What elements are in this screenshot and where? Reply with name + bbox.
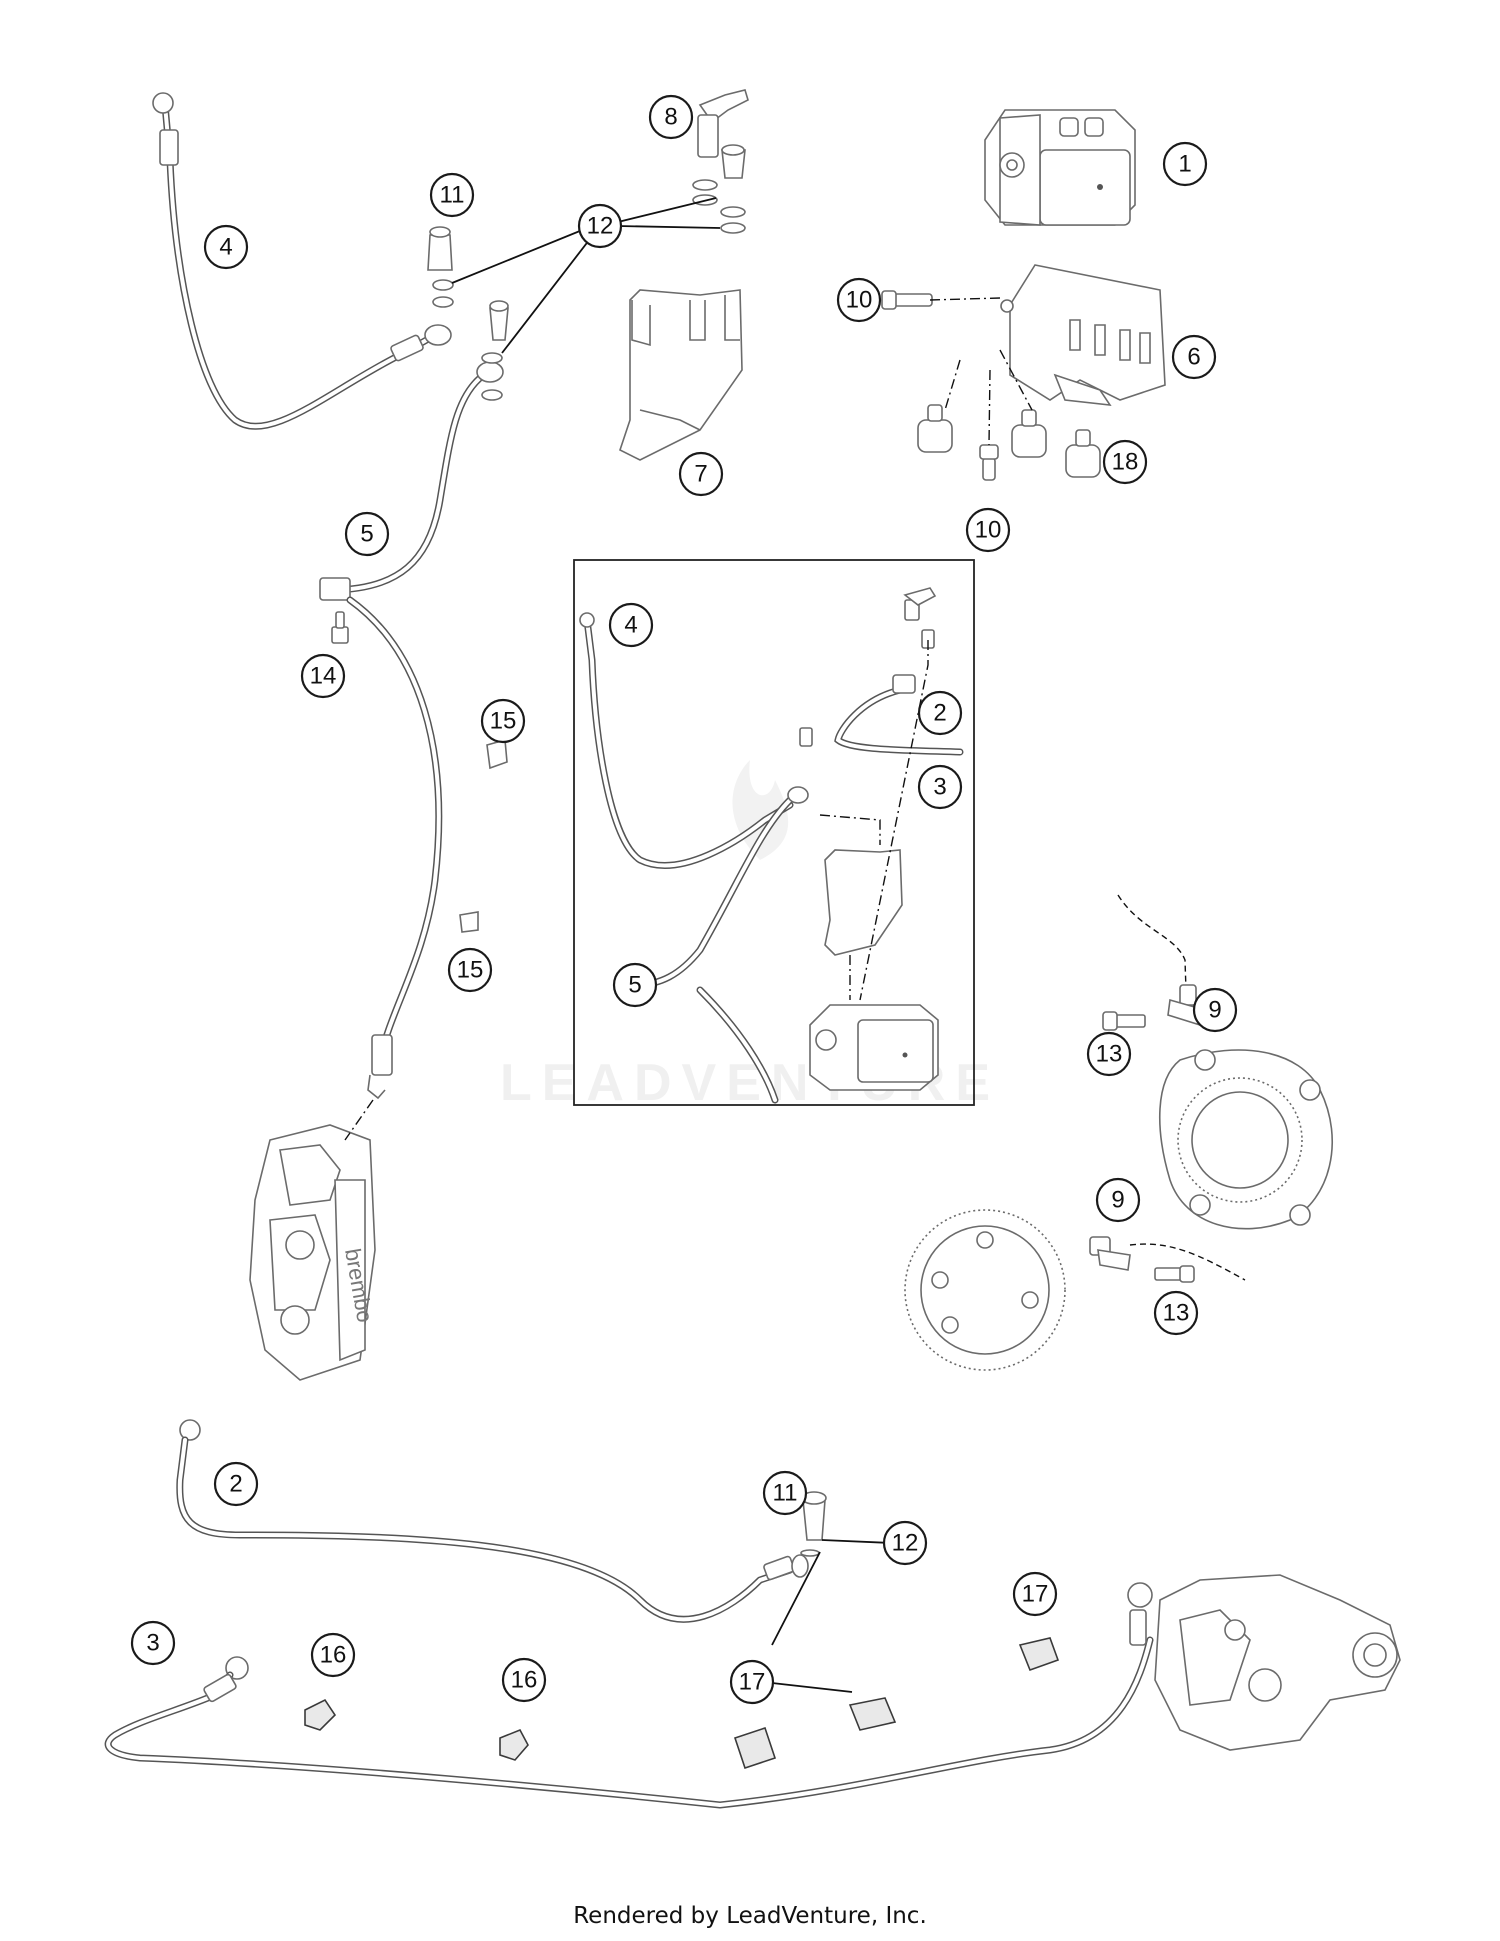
svg-text:3: 3 [933, 774, 946, 801]
callout-7: 7 [678, 451, 724, 497]
callout-5: 5 [344, 511, 390, 557]
svg-text:13: 13 [1163, 1300, 1190, 1327]
svg-text:10: 10 [846, 287, 873, 314]
sensor-9-b [1089, 1236, 1246, 1281]
svg-text:1: 1 [1178, 151, 1191, 178]
svg-text:10: 10 [975, 517, 1002, 544]
callout-4-inset: 4 [608, 602, 654, 648]
svg-text:2: 2 [229, 1471, 242, 1498]
callout-3-inset: 3 [917, 764, 963, 810]
svg-text:15: 15 [457, 957, 484, 984]
svg-text:2: 2 [933, 700, 946, 727]
callout-13-a: 13 [1086, 1031, 1132, 1077]
svg-text:9: 9 [1111, 1187, 1124, 1214]
rear-sensor-ring [904, 1209, 1066, 1371]
fitting-8 [692, 89, 749, 234]
washer-12-bottom [800, 1549, 820, 1557]
callout-11-b: 11 [762, 1470, 808, 1516]
clip-16-b [499, 1728, 529, 1761]
abs-unit-1 [984, 109, 1136, 226]
bolt-10-b [979, 444, 999, 481]
callout-2: 2 [213, 1461, 259, 1507]
svg-text:3: 3 [146, 1630, 159, 1657]
svg-text:11: 11 [440, 182, 465, 209]
callout-15-a: 15 [480, 698, 526, 744]
svg-text:12: 12 [587, 213, 614, 240]
inset-box [573, 559, 975, 1106]
leader-lines [451, 197, 893, 1693]
svg-text:9: 9 [1208, 997, 1221, 1024]
bolt-10-a [881, 290, 933, 310]
callout-3: 3 [130, 1620, 176, 1666]
brake-line-5 [319, 361, 504, 1100]
callout-18: 18 [1102, 439, 1148, 485]
callout-16-a: 16 [310, 1632, 356, 1678]
svg-text:16: 16 [511, 1667, 538, 1694]
svg-text:4: 4 [219, 234, 232, 261]
clip-15-b [459, 911, 479, 933]
svg-text:14: 14 [310, 663, 337, 690]
callout-10-b: 10 [965, 507, 1011, 553]
front-sensor-ring [1158, 1049, 1333, 1230]
brake-line-3 [104, 1582, 1154, 1809]
bracket-7 [619, 289, 743, 461]
callout-15-b: 15 [447, 947, 493, 993]
clip-16-a [304, 1698, 337, 1731]
clip-15-a [486, 738, 508, 770]
svg-text:17: 17 [739, 1669, 766, 1696]
brake-line-2 [176, 1419, 809, 1623]
svg-text:6: 6 [1187, 344, 1200, 371]
clip-17-b [848, 1697, 897, 1731]
footer-credit: Rendered by LeadVenture, Inc. [573, 1903, 927, 1929]
svg-text:13: 13 [1096, 1041, 1123, 1068]
bolt-13-a [1102, 1011, 1146, 1031]
svg-text:15: 15 [490, 708, 517, 735]
front-caliper: brembo [249, 1124, 378, 1381]
svg-text:16: 16 [320, 1642, 347, 1669]
bolt-14 [331, 611, 349, 644]
svg-text:7: 7 [694, 461, 707, 488]
callout-8: 8 [648, 94, 694, 140]
callout-4: 4 [203, 224, 249, 270]
callout-17-b: 17 [729, 1659, 775, 1705]
clip-17-a [1018, 1637, 1060, 1672]
callouts: 1 2 2 3 3 4 4 5 5 6 7 8 9 9 10 10 11 11 … [130, 94, 1238, 1705]
callout-10-a: 10 [836, 277, 882, 323]
inset-parts [579, 587, 964, 1104]
callout-13-b: 13 [1153, 1290, 1199, 1336]
svg-text:11: 11 [773, 1480, 798, 1507]
callout-2-inset: 2 [917, 690, 963, 736]
rear-caliper [1154, 1574, 1401, 1751]
sensor-9-a [1117, 894, 1207, 1026]
callout-12-a: 12 [577, 203, 623, 249]
brake-line-4 [152, 92, 452, 430]
callout-11-a: 11 [429, 172, 475, 218]
svg-text:5: 5 [360, 521, 373, 548]
callout-5-inset: 5 [612, 962, 658, 1008]
clip-17-c [733, 1726, 777, 1770]
callout-9-b: 9 [1095, 1177, 1141, 1223]
callout-1: 1 [1162, 141, 1208, 187]
svg-text:5: 5 [628, 972, 641, 999]
washers-12-top [432, 279, 509, 401]
bolt-13-b [1154, 1265, 1195, 1283]
callout-14: 14 [300, 653, 346, 699]
dampers-18 [917, 404, 1101, 478]
bracket-6 [1000, 264, 1166, 406]
banjo-bolt-11-top [427, 226, 453, 271]
callout-17-a: 17 [1012, 1571, 1058, 1617]
svg-text:17: 17 [1022, 1581, 1049, 1608]
callout-9-a: 9 [1192, 987, 1238, 1033]
callout-6: 6 [1171, 334, 1217, 380]
callout-16-b: 16 [501, 1657, 547, 1703]
callout-12-b: 12 [882, 1520, 928, 1566]
svg-text:12: 12 [892, 1530, 919, 1557]
svg-text:4: 4 [624, 612, 637, 639]
svg-text:8: 8 [664, 104, 677, 131]
svg-text:18: 18 [1112, 449, 1139, 476]
